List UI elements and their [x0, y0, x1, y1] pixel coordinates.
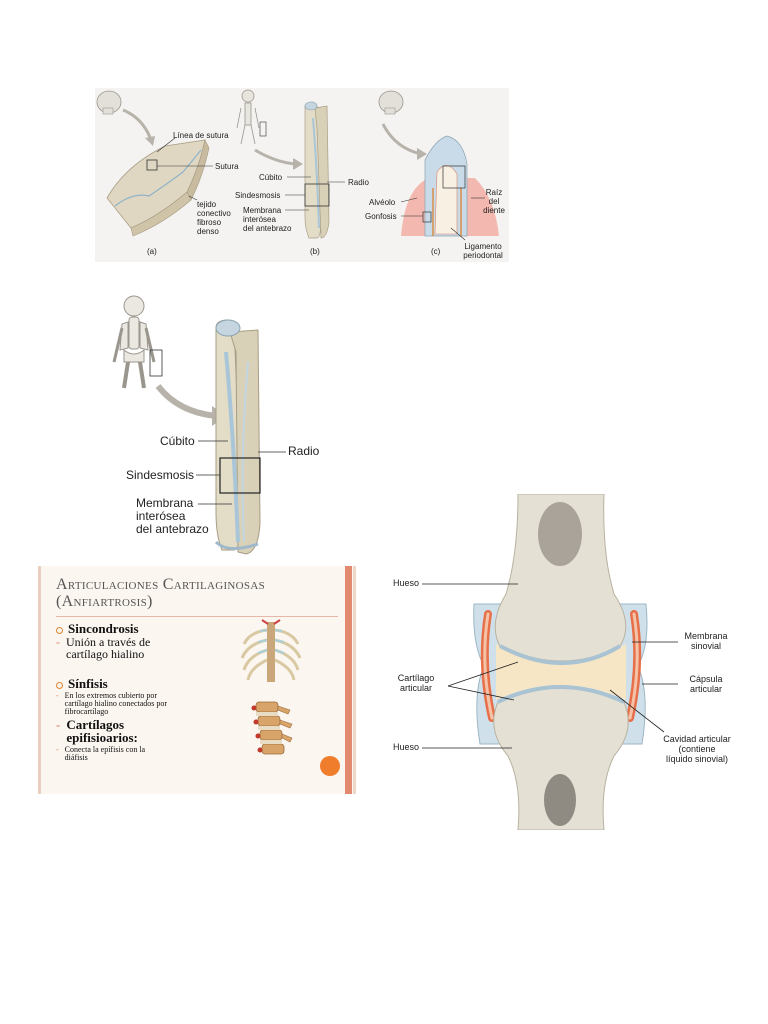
bullet-sincondrosis-label: Sincondrosis [68, 621, 139, 636]
label-sindesmosis-large: Sindesmosis [126, 468, 195, 482]
bullet-sinfisis-label: Sínfisis [68, 676, 108, 691]
ribcage-illustration [240, 619, 302, 682]
syndesmosis-illustration [112, 295, 286, 555]
forearm-highlight-box [149, 349, 163, 377]
synovial-joint-illustration [422, 493, 678, 831]
label-membrana-sinovial: Membrana sinovial [684, 631, 728, 651]
label-raiz: Raíz del diente [483, 188, 505, 215]
bullet-sincondrosis: Sincondrosis [56, 621, 139, 637]
caption-a: (a) [147, 247, 157, 256]
syndesmosis-figure: Cúbito Radio Sindesmosis Membrana interó… [98, 292, 338, 558]
root-box [442, 165, 466, 189]
label-radio-large: Radio [288, 444, 320, 458]
slide-title: Articulaciones Cartilaginosas (Anfiartro… [56, 576, 265, 610]
bullet-cartilagos: -Cartílagos epifisioarios: [56, 717, 138, 745]
lower-bone [493, 685, 629, 831]
syndesmosis-box [219, 457, 261, 494]
dash-icon: - [56, 691, 59, 700]
skeleton-icon [236, 89, 260, 145]
label-hueso-top: Hueso [393, 578, 420, 588]
caption-c: (c) [431, 247, 441, 256]
forearm-bones [304, 101, 330, 239]
label-sutura: Sutura [215, 162, 239, 171]
label-capsula-articular: Cápsula articular [689, 674, 723, 694]
skull-icon [96, 90, 122, 115]
caption-b: (b) [310, 247, 320, 256]
label-cubito: Cúbito [259, 173, 283, 182]
bullet-ring-icon [56, 626, 63, 634]
dash-icon: - [56, 635, 60, 649]
decorative-orange-dot [320, 756, 340, 776]
cartilaginous-joints-slide: Articulaciones Cartilaginosas (Anfiartro… [38, 566, 356, 794]
label-gonfosis: Gonfosis [365, 212, 397, 221]
fibrous-joints-figure: Línea de sutura Sutura tejido conectivo … [95, 88, 509, 262]
label-membrana: Membrana interósea del antebrazo [243, 206, 292, 233]
fibrous-joints-illustration [96, 89, 499, 241]
synovial-joint-figure: Hueso Membrana sinovial Cartílago articu… [388, 493, 748, 831]
label-ligamento: Ligamento periodontal [463, 242, 503, 260]
label-membrana-large: Membrana interósea del antebrazo [136, 496, 209, 536]
upper-bone [494, 493, 627, 665]
dash-icon: - [56, 717, 61, 732]
suture-highlight-box [146, 159, 158, 171]
forearm-bones [214, 319, 261, 555]
label-alveolo: Alvéolo [369, 198, 396, 207]
suture-bone-block [106, 139, 210, 237]
spine-illustration [251, 701, 293, 755]
label-cartilago-articular: Cartílago articular [397, 673, 435, 693]
dash-icon: - [56, 745, 59, 754]
label-cubito-large: Cúbito [160, 434, 195, 448]
label-cavidad-articular: Cavidad articular (contiene líquido sino… [663, 734, 731, 764]
bullet-cartilagos-text: -Conecta la epífisis con la diáfisis [56, 745, 146, 762]
bullet-sincondrosis-text: -Unión a través de cartílago hialino [56, 635, 151, 661]
label-hueso-bottom: Hueso [393, 742, 420, 752]
label-tejido: tejido conectivo fibroso denso [197, 200, 231, 236]
tooth-illustration [401, 135, 499, 237]
bullet-ring-icon [56, 681, 63, 689]
bullet-sinfisis-text: -En los extremos cubierto por cartílago … [56, 691, 168, 716]
skeleton-icon [112, 295, 156, 389]
skull-icon [378, 90, 404, 115]
label-radio: Radio [348, 178, 369, 187]
bullet-sinfisis: Sínfisis [56, 676, 108, 692]
label-sindesmosis: Sindesmosis [235, 191, 281, 200]
label-linea-sutura: Línea de sutura [173, 131, 229, 140]
gomphosis-box [422, 211, 432, 223]
